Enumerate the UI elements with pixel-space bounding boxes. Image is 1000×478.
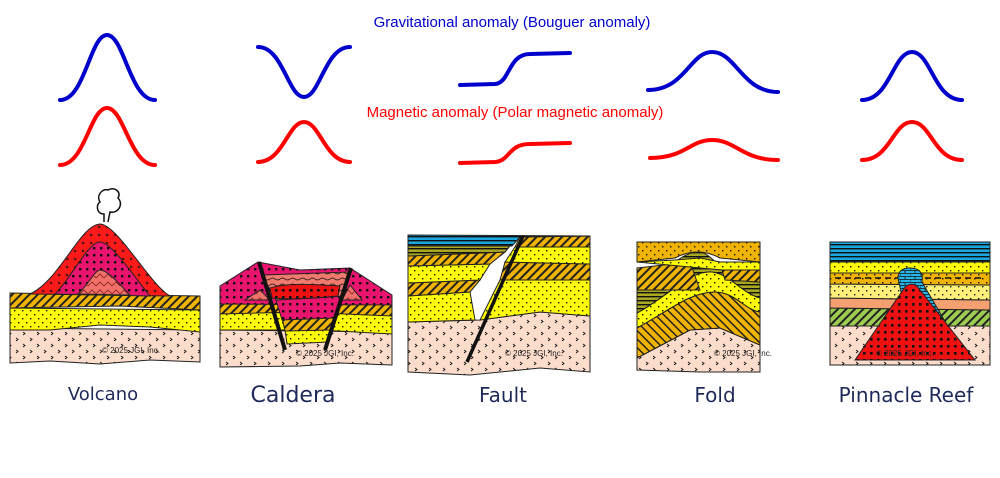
reef-magnetic-curve [860,119,964,162]
copyright-fold: © 2025 JGI, Inc. [714,349,772,358]
fault-gravity-curve [458,51,572,87]
copyright-fault: © 2025 JGI, Inc. [505,349,563,358]
reef-gravity-curve [860,49,964,102]
caldera-cross-section: © 2025 JGI, Inc. [219,261,393,368]
magnetic-anomaly-title: Magnetic anomaly (Polar magnetic anomaly… [367,104,664,121]
volcano-cross-section: © 2025 JGI, Inc. [9,187,201,365]
fault-plane-line [465,235,525,363]
fault-magnetic-curve [458,141,572,165]
volcano-plume-icon [96,187,122,223]
label-volcano: Volcano [68,384,138,405]
label-fold: Fold [694,383,735,407]
caldera-magnetic-curve [256,119,352,164]
label-fault: Fault [479,383,527,407]
fold-cross-section: © 2025 JGI, Inc. [636,241,772,373]
caldera-gravity-curve [256,45,352,100]
gravity-anomaly-title: Gravitational anomaly (Bouguer anomaly) [374,14,651,31]
caldera-fault-lines [257,261,353,351]
copyright-reef: © 2025 JGI, Inc. [876,349,934,358]
volcano-gravity-curve [58,32,157,102]
pinnacle-reef-cross-section: © 2025 JGI, Inc. [829,241,991,366]
label-pinnacle-reef: Pinnacle Reef [839,383,975,407]
copyright-caldera: © 2025 JGI, Inc. [296,349,354,358]
copyright-volcano: © 2025 JGI, Inc. [102,346,160,355]
volcano-magnetic-curve [58,105,157,167]
fault-cross-section: © 2025 JGI, Inc. [407,234,591,376]
fold-magnetic-curve [648,137,780,162]
label-caldera: Caldera [251,383,336,408]
fold-gravity-curve [646,49,780,94]
